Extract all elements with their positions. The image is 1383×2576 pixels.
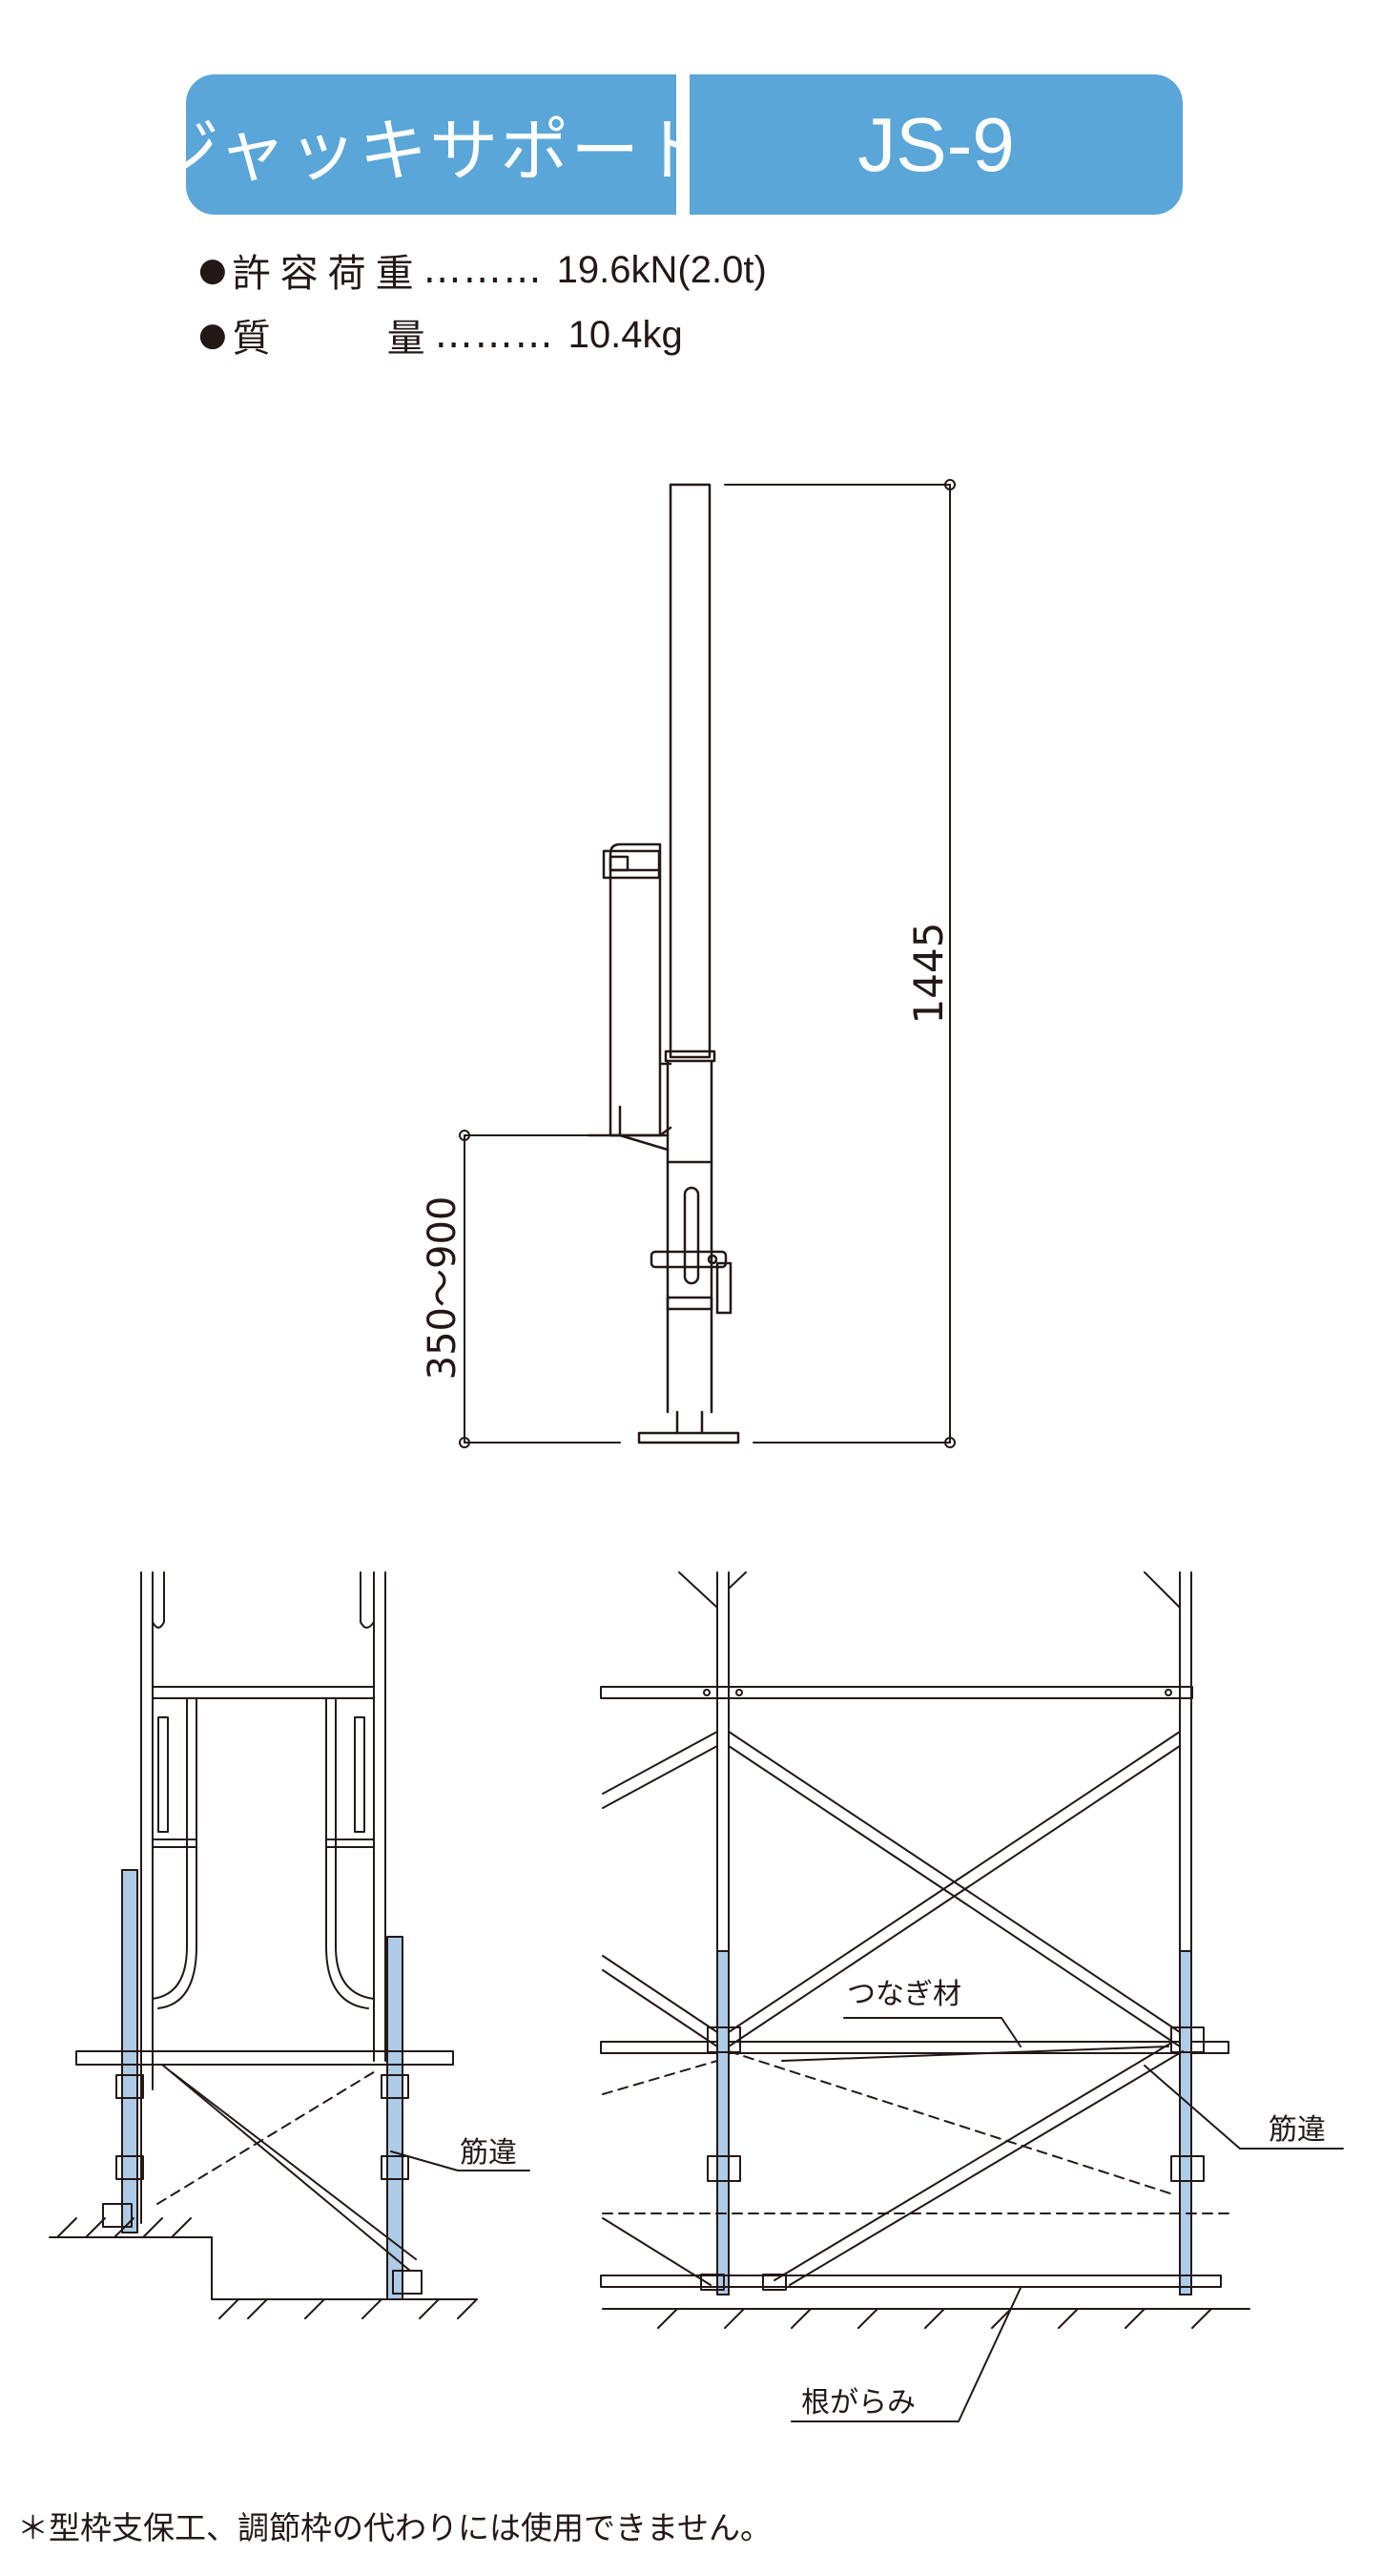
product-code: JS-9 <box>857 101 1015 187</box>
jack-support-elevation <box>587 483 740 1444</box>
pin-icon <box>703 1689 711 1696</box>
ladder-rung <box>152 1839 375 1848</box>
clamp <box>707 2026 741 2053</box>
brace-solid <box>161 2064 411 2272</box>
brace-solid-inner <box>171 2071 417 2260</box>
product-name: ジャッキサポート <box>150 111 712 191</box>
jack-support-right <box>1179 1950 1192 2296</box>
leader-dots: ……… <box>434 313 555 357</box>
dim-height-label: 1445 <box>905 923 952 1025</box>
clamp <box>392 2270 423 2295</box>
lock-pin <box>354 1716 365 1833</box>
cross-brace-left-partial <box>602 1731 718 1809</box>
tie-member <box>600 2041 1229 2054</box>
lock-collar <box>666 1296 713 1311</box>
bracket-joint <box>658 1062 672 1137</box>
spec-value: 19.6kN(2.0t) <box>556 248 767 291</box>
base-plate <box>637 1431 740 1444</box>
collar-ring <box>664 1049 716 1063</box>
cross-brace-left-lower <box>602 1955 718 2047</box>
dim-node-icon <box>944 479 956 490</box>
clamp <box>707 2155 741 2182</box>
dim-range-label: 350～900 <box>421 1196 464 1381</box>
top-beam <box>600 1686 1193 1699</box>
cross-brace-b <box>728 1731 1181 2047</box>
clamp <box>762 2274 787 2291</box>
brace-dashed <box>156 2069 378 2205</box>
lower-sleeve <box>666 1059 713 1164</box>
brace-label-right: 筋違 <box>1269 2113 1326 2147</box>
scaffold-front-view <box>600 1571 1344 2422</box>
header-banner: ジャッキサポート JS-9 <box>151 74 1183 215</box>
bracket-hole <box>609 855 630 872</box>
spec-label: 許容荷重 <box>232 252 423 296</box>
ground-line <box>49 2236 478 2300</box>
base-tie-label: 根がらみ <box>801 2386 916 2420</box>
leader-line-tie <box>843 2017 1022 2047</box>
platform-board <box>75 2050 454 2066</box>
leader-dots: ……… <box>423 248 544 292</box>
left-diagonal <box>602 2217 712 2286</box>
frame-column-right <box>373 1571 386 2062</box>
footnote: ＊型枠支保工、調節枠の代わりには使用できません。 <box>17 2509 773 2546</box>
spec-label-part-b: 量 <box>386 317 425 361</box>
clamp <box>381 2155 409 2180</box>
scaffold-side-view <box>49 1571 530 2319</box>
leader-line <box>390 2150 530 2171</box>
pin-icon <box>735 1689 743 1696</box>
dim-node-icon <box>459 1130 470 1141</box>
spec-label-part-a: 質 <box>232 317 271 361</box>
clamp <box>1170 2026 1205 2053</box>
ground-hatch <box>657 2308 1212 2329</box>
base-stem <box>675 1410 704 1435</box>
clamp <box>115 2074 144 2099</box>
clamp-lever <box>715 1261 733 1315</box>
header-title-box: ジャッキサポート <box>151 74 710 215</box>
bracket-head <box>602 849 661 880</box>
main-pipe <box>669 483 712 1059</box>
frame-curve <box>360 1571 375 1629</box>
adjust-slot <box>683 1186 700 1285</box>
bracket-top <box>609 842 662 872</box>
frame-curve <box>152 1571 165 1629</box>
screw-pipe <box>666 1160 713 1414</box>
lock-pin <box>157 1716 169 1833</box>
tie-member-label: つなぎ材 <box>847 1978 961 2011</box>
ladder-rail-left-inner <box>157 1697 197 2009</box>
frame-column-left <box>140 1571 154 1692</box>
bullet-icon: ● <box>198 316 227 354</box>
ladder-rail-left <box>152 1697 188 2000</box>
lower-brace-dashed <box>602 2050 1174 2195</box>
bullet-icon: ● <box>198 251 227 289</box>
ladder-rail-right <box>335 1697 375 2000</box>
clamp-band <box>650 1250 728 1269</box>
jack-support-right <box>386 1936 403 2300</box>
dimension-lines <box>459 479 956 1448</box>
pin-icon <box>1165 1689 1172 1696</box>
spec-mass: ● 質 量 ……… 10.4kg <box>198 307 683 363</box>
jack-support-left <box>716 1950 730 2296</box>
lower-brace-solid <box>774 2041 1184 2286</box>
leader-line-base <box>791 2287 1022 2422</box>
base-tie <box>600 2275 1222 2288</box>
brace-label-left: 筋違 <box>460 2136 517 2170</box>
clamp <box>700 2274 725 2291</box>
frame-arch <box>678 1571 1181 1609</box>
clamp <box>381 2074 409 2099</box>
spec-value: 10.4kg <box>568 313 683 356</box>
frame-crossbar <box>152 1686 375 1699</box>
clamp <box>1170 2155 1205 2182</box>
ladder-rail-right-inner <box>325 1697 369 2009</box>
leader-line-brace <box>1144 2065 1344 2150</box>
side-bracket <box>609 868 662 1137</box>
dim-node-icon <box>459 1437 470 1448</box>
clamp <box>115 2155 144 2180</box>
clamp <box>102 2203 133 2228</box>
ladder-upright-left <box>140 1690 154 2224</box>
spec-allowable-load: ● 許容荷重 ……… 19.6kN(2.0t) <box>198 242 767 298</box>
ground-hatch <box>56 2217 478 2319</box>
header-code-box: JS-9 <box>690 74 1183 215</box>
